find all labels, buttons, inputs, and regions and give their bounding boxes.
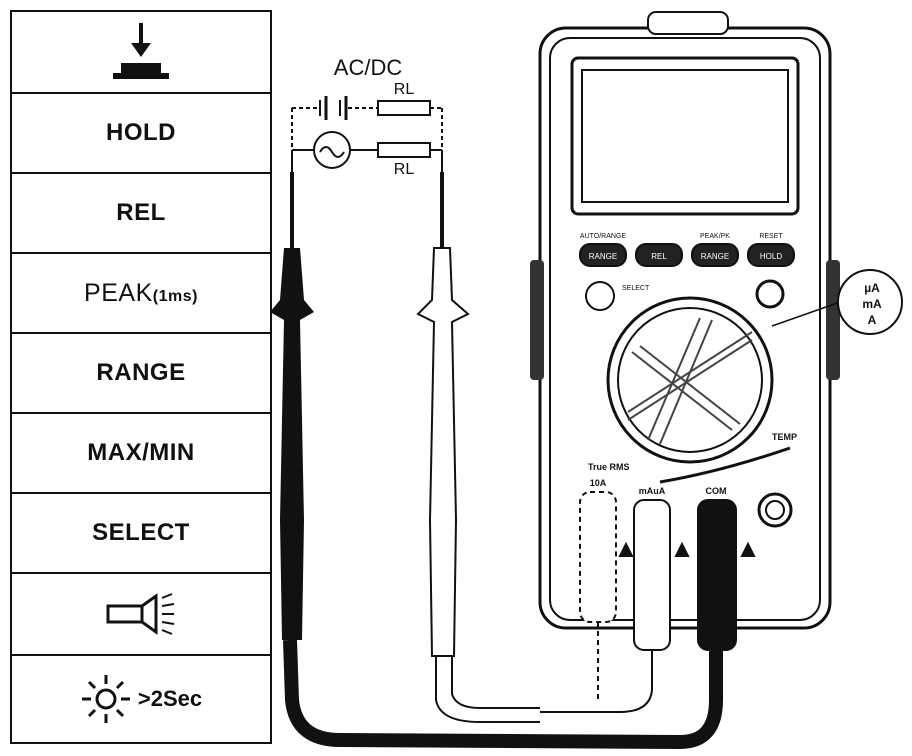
jack-com-label: COM xyxy=(706,486,727,496)
legend-row-press xyxy=(12,12,270,94)
rotary-dial xyxy=(606,296,774,464)
lcd-display xyxy=(581,69,789,203)
rel-label: REL xyxy=(116,199,166,226)
jack-sockets xyxy=(579,491,793,651)
black-test-probe xyxy=(270,172,723,750)
jack-10a-label: 10A xyxy=(590,478,607,488)
legend-row-maxmin: MAX/MIN xyxy=(12,414,270,494)
key-caption-auto-range: AUTO/RANGE xyxy=(580,233,626,240)
legend-row-flashlight xyxy=(12,574,270,656)
flashlight-icon xyxy=(106,593,175,635)
jack-ma-label: mAuA xyxy=(639,486,666,496)
true-rms-label: True RMS xyxy=(588,462,630,472)
peak-label: PEAK(1ms) xyxy=(84,278,198,307)
backlight-button xyxy=(755,279,785,309)
key-caption-reset: RESET xyxy=(759,233,783,240)
red-test-probe xyxy=(416,172,540,723)
legend-row-range: RANGE xyxy=(12,334,270,414)
resistor-top-label: RL xyxy=(394,81,415,98)
backlight-duration-label: >2Sec xyxy=(137,686,203,711)
meter-key-row xyxy=(579,243,795,267)
maxmin-label: MAX/MIN xyxy=(87,439,195,466)
select-knob xyxy=(585,281,615,311)
callout-ma: mA xyxy=(862,297,882,311)
legend-row-peak: PEAK(1ms) xyxy=(12,254,270,334)
legend-row-hold: HOLD xyxy=(12,94,270,174)
hold-down-arrow-icon xyxy=(113,23,169,79)
callout-a: A xyxy=(868,313,877,327)
backlight-sun-icon xyxy=(81,675,130,723)
key-rel: REL xyxy=(651,252,667,261)
acdc-title: AC/DC xyxy=(334,55,403,80)
key-range: RANGE xyxy=(589,252,617,261)
resistor-bottom-label: RL xyxy=(394,161,415,178)
key-hold: HOLD xyxy=(760,252,782,261)
legend-row-select: SELECT xyxy=(12,494,270,574)
ac-source-circuit xyxy=(291,131,443,172)
select-label: SELECT xyxy=(92,519,190,546)
range-label: RANGE xyxy=(96,359,186,386)
key-caption-peak: PEAK/PK xyxy=(700,233,730,240)
function-legend-panel: HOLD REL PEAK(1ms) RANGE MAX/MIN SELECT xyxy=(10,10,272,744)
dc-source-circuit xyxy=(291,96,443,150)
key-range-2: RANGE xyxy=(701,252,729,261)
legend-row-backlight: >2Sec xyxy=(12,656,270,742)
current-range-callout xyxy=(771,269,903,335)
meter-select-label: SELECT xyxy=(622,285,650,292)
temp-label: TEMP xyxy=(772,432,797,442)
callout-ua: µA xyxy=(864,281,880,295)
hold-label: HOLD xyxy=(106,119,176,146)
multimeter-body xyxy=(530,11,840,630)
legend-row-rel: REL xyxy=(12,174,270,254)
